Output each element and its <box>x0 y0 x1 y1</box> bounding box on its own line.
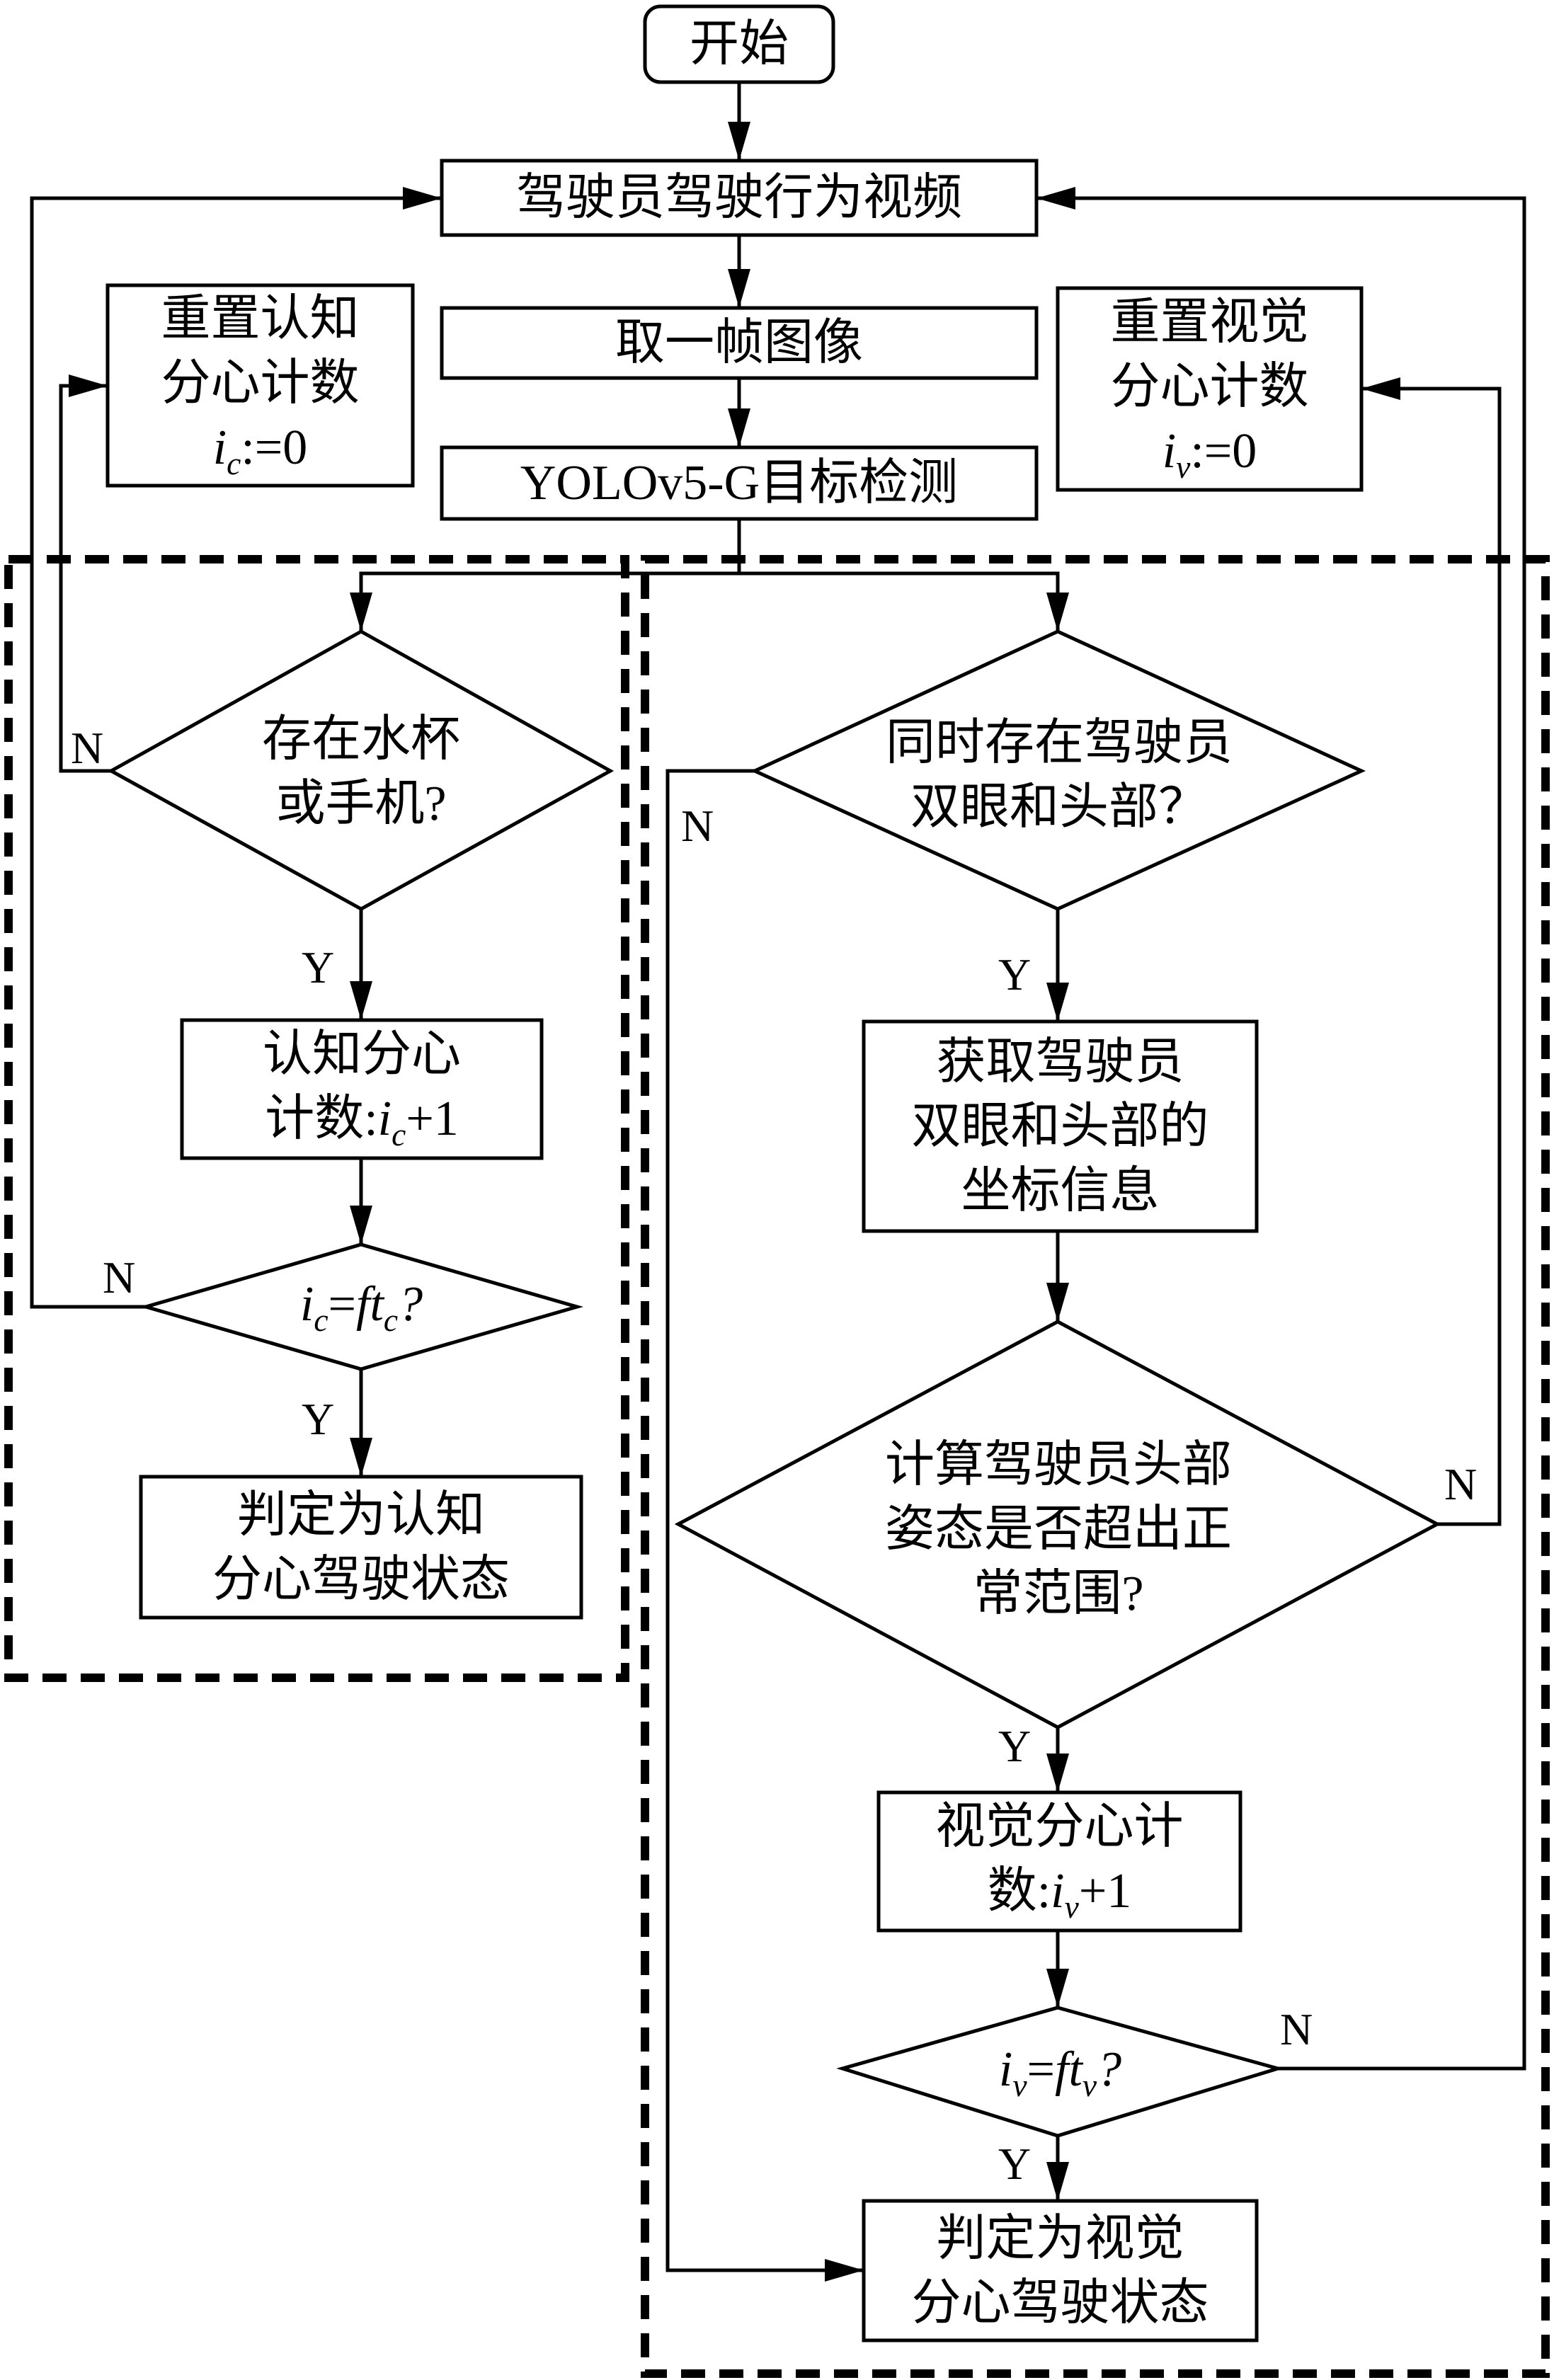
arrowheads <box>69 122 1400 2282</box>
no-label-cognitive-threshold: N <box>103 1252 136 1303</box>
cognitive-count-node <box>180 1018 544 1160</box>
reset-visual-node <box>1056 286 1364 492</box>
formula-prefix: 数: <box>987 1864 1051 1919</box>
no-label-eyes-head: N <box>681 801 714 851</box>
var-i: i <box>212 420 227 475</box>
yes-label-cup-phone: Y <box>302 942 335 992</box>
cognitive-count-line1: 认知分心 <box>263 1027 461 1082</box>
var-ft: ft <box>356 1277 384 1332</box>
cognitive-result-label: 判定为认知 分心驾驶状态 <box>212 1487 510 1607</box>
cognitive-threshold-formula: ic=ftc? <box>300 1272 423 1341</box>
visual-group-frame <box>641 555 1550 2378</box>
reset-cognitive-line2: 分心计数 <box>161 355 360 411</box>
visual-threshold-formula: iv=ftv? <box>999 2037 1121 2106</box>
var-i: i <box>377 1092 392 1147</box>
connectors <box>30 82 1526 2272</box>
var-ft: ft <box>1055 2042 1082 2097</box>
cognitive-threshold-label: ic=ftc? <box>146 1245 577 1369</box>
var-i: i <box>1051 1864 1065 1919</box>
cognitive-count-label: 认知分心 计数:ic+1 <box>182 1020 542 1158</box>
var-i: i <box>1162 423 1177 479</box>
no-label-visual-threshold: N <box>1280 2004 1313 2054</box>
coords-label: 获取驾驶员 双眼和头部的 坐标信息 <box>911 1034 1209 1218</box>
question-mark: ? <box>1097 2042 1122 2097</box>
coords-node <box>862 1019 1259 1233</box>
frame-label: 取一帧图像 <box>615 316 863 370</box>
no-label-head-pose: N <box>1444 1459 1478 1509</box>
yes-label-head-pose: Y <box>998 1721 1032 1771</box>
formula-rest: +1 <box>1078 1864 1132 1919</box>
var-sub: v <box>1064 1889 1079 1926</box>
var-sub: c <box>383 1302 399 1339</box>
detect-label: YOLOv5-G目标检测 <box>520 456 959 510</box>
var-sub: c <box>227 445 241 481</box>
var-sub: c <box>392 1116 406 1153</box>
reset-cognitive-formula: ic:=0 <box>213 416 308 484</box>
visual-count-node <box>876 1790 1242 1933</box>
cup-phone-label: 存在水杯 或手机? <box>262 712 460 831</box>
formula-rest: :=0 <box>1190 423 1257 479</box>
visual-count-label: 视觉分心计 数:iv+1 <box>879 1792 1240 1930</box>
video-label: 驾驶员驾驶行为视频 <box>516 171 962 225</box>
visual-result-node <box>862 2199 1259 2342</box>
formula-prefix: 计数: <box>265 1092 378 1147</box>
eyes-head-label: 同时存在驾驶员 双眼和头部？ <box>886 716 1233 835</box>
reset-visual-line1: 重置视觉 <box>1110 294 1309 350</box>
var-i: i <box>998 2042 1013 2097</box>
start-label: 开始 <box>690 17 789 71</box>
visual-threshold-label: iv=ftv? <box>842 2008 1278 2136</box>
var-sub: c <box>314 1302 328 1339</box>
var-sub: v <box>1012 2066 1027 2103</box>
visual-result-label: 判定为视觉 分心驾驶状态 <box>911 2211 1209 2330</box>
visual-count-formula: 数:iv+1 <box>988 1859 1132 1928</box>
question-mark: ? <box>398 1277 423 1332</box>
cognitive-count-formula: 计数:ic+1 <box>265 1087 459 1155</box>
head-pose-label: 计算驾驶员头部 姿态是否超出正 常范围? <box>885 1437 1232 1621</box>
formula-rest: :=0 <box>241 420 308 475</box>
reset-visual-formula: iv:=0 <box>1162 419 1257 488</box>
video-node <box>440 159 1039 237</box>
no-label-cup-phone: N <box>71 723 104 773</box>
var-sub: v <box>1082 2066 1097 2103</box>
reset-visual-label: 重置视觉 分心计数 iv:=0 <box>1058 288 1361 490</box>
equals: = <box>1027 2042 1056 2097</box>
formula-rest: +1 <box>406 1092 459 1147</box>
var-sub: v <box>1176 448 1191 485</box>
yes-label-visual-threshold: Y <box>998 2139 1032 2189</box>
cognitive-result-node <box>139 1475 583 1620</box>
yes-label-eyes-head: Y <box>998 949 1032 1000</box>
reset-cognitive-node <box>105 283 415 488</box>
visual-count-line1: 视觉分心计 <box>935 1800 1184 1855</box>
var-i: i <box>299 1277 314 1332</box>
reset-visual-line2: 分心计数 <box>1110 359 1309 414</box>
equals: = <box>328 1277 357 1332</box>
cognitive-group-frame <box>4 555 629 1682</box>
reset-cognitive-label: 重置认知 分心计数 ic:=0 <box>108 285 413 486</box>
yes-label-cognitive-threshold: Y <box>302 1394 335 1444</box>
reset-cognitive-line1: 重置认知 <box>161 291 360 346</box>
